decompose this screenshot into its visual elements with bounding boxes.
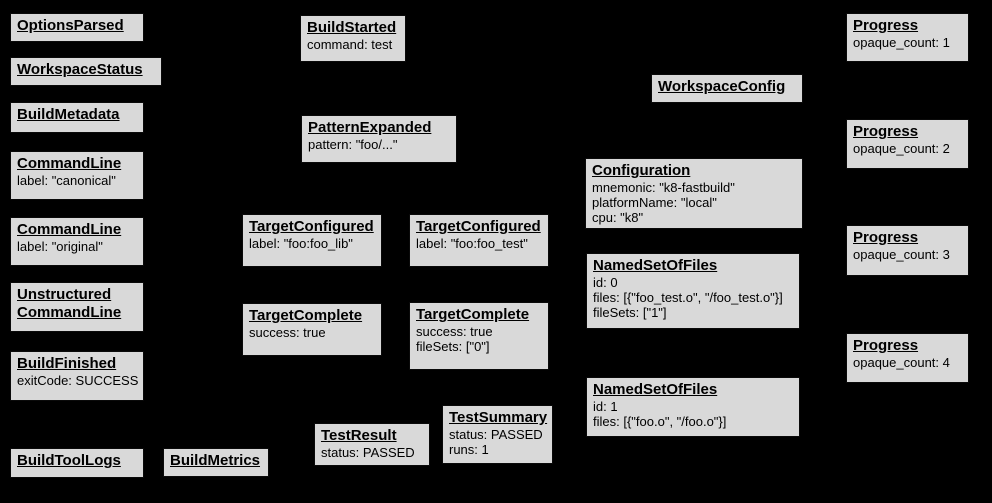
- box-field: files: [{"foo_test.o", "/foo_test.o"}]: [593, 290, 783, 305]
- box-title: WorkspaceConfig: [658, 78, 786, 95]
- box-title: CommandLine: [17, 155, 122, 172]
- box-workspace-config: WorkspaceConfig: [651, 74, 803, 103]
- box-title: NamedSetOfFiles: [593, 257, 718, 274]
- box-field: runs: 1: [449, 442, 489, 457]
- box-options-parsed: OptionsParsed: [10, 13, 144, 42]
- box-target-complete-foo-lib: TargetComplete success: true: [242, 303, 382, 356]
- box-title: BuildToolLogs: [17, 452, 121, 469]
- box-field: success: true: [249, 325, 326, 340]
- box-target-configured-foo-test: TargetConfigured label: "foo:foo_test": [409, 214, 549, 267]
- box-title: BuildFinished: [17, 355, 117, 372]
- box-field: label: "foo:foo_test": [416, 236, 528, 251]
- box-field: command: test: [307, 37, 393, 52]
- box-field: label: "foo:foo_lib": [249, 236, 353, 251]
- box-title: CommandLine: [17, 221, 122, 238]
- box-workspace-status: WorkspaceStatus: [10, 57, 162, 86]
- box-pattern-expanded: PatternExpanded pattern: "foo/...": [301, 115, 457, 163]
- box-title: Unstructured CommandLine: [17, 286, 122, 321]
- box-named-set-of-files-0: NamedSetOfFiles id: 0 files: [{"foo_test…: [586, 253, 800, 329]
- box-field: opaque_count: 4: [853, 355, 950, 370]
- box-progress-3: Progress opaque_count: 3: [846, 225, 969, 276]
- box-progress-2: Progress opaque_count: 2: [846, 119, 969, 169]
- box-build-metrics: BuildMetrics: [163, 448, 269, 477]
- box-title: BuildStarted: [307, 19, 397, 36]
- box-field: label: "original": [17, 239, 103, 254]
- box-title: Progress: [853, 229, 919, 246]
- box-target-configured-foo-lib: TargetConfigured label: "foo:foo_lib": [242, 214, 382, 267]
- box-progress-4: Progress opaque_count: 4: [846, 333, 969, 383]
- box-title: TargetComplete: [249, 307, 363, 324]
- box-title: BuildMetadata: [17, 106, 120, 123]
- box-configuration: Configuration mnemonic: "k8-fastbuild" p…: [585, 158, 803, 229]
- box-title: TestSummary: [449, 409, 548, 426]
- box-field: opaque_count: 2: [853, 141, 950, 156]
- box-field: cpu: "k8": [592, 210, 644, 225]
- box-title: WorkspaceStatus: [17, 61, 143, 78]
- box-unstructured-command-line: Unstructured CommandLine: [10, 282, 144, 332]
- box-progress-1: Progress opaque_count: 1: [846, 13, 969, 62]
- box-field: exitCode: SUCCESS: [17, 373, 139, 388]
- box-field: files: [{"foo.o", "/foo.o"}]: [593, 414, 727, 429]
- box-field: id: 1: [593, 399, 618, 414]
- box-field: opaque_count: 1: [853, 35, 950, 50]
- box-field: platformName: "local": [592, 195, 717, 210]
- box-field: pattern: "foo/...": [308, 137, 398, 152]
- box-field: label: "canonical": [17, 173, 116, 188]
- box-command-line-canonical: CommandLine label: "canonical": [10, 151, 144, 200]
- box-field: opaque_count: 3: [853, 247, 950, 262]
- box-title: OptionsParsed: [17, 17, 124, 34]
- box-test-summary: TestSummary status: PASSED runs: 1: [442, 405, 553, 464]
- box-title: TestResult: [321, 427, 397, 444]
- box-title: TargetConfigured: [249, 218, 374, 235]
- box-field: id: 0: [593, 275, 618, 290]
- box-title: NamedSetOfFiles: [593, 381, 718, 398]
- box-field: success: true: [416, 324, 493, 339]
- box-build-metadata: BuildMetadata: [10, 102, 144, 133]
- box-command-line-original: CommandLine label: "original": [10, 217, 144, 266]
- box-title: Configuration: [592, 162, 691, 179]
- box-field: status: PASSED: [321, 445, 415, 460]
- box-field: fileSets: ["0"]: [416, 339, 490, 354]
- box-field: fileSets: ["1"]: [593, 305, 667, 320]
- box-test-result: TestResult status: PASSED: [314, 423, 430, 466]
- box-target-complete-foo-test: TargetComplete success: true fileSets: […: [409, 302, 549, 370]
- box-title: Progress: [853, 123, 919, 140]
- box-field: status: PASSED: [449, 427, 543, 442]
- box-title: BuildMetrics: [170, 452, 261, 469]
- box-title: PatternExpanded: [308, 119, 432, 136]
- box-field: mnemonic: "k8-fastbuild": [592, 180, 735, 195]
- box-named-set-of-files-1: NamedSetOfFiles id: 1 files: [{"foo.o", …: [586, 377, 800, 437]
- box-build-tool-logs: BuildToolLogs: [10, 448, 144, 478]
- box-build-finished: BuildFinished exitCode: SUCCESS: [10, 351, 144, 401]
- box-title: Progress: [853, 17, 919, 34]
- box-title: TargetComplete: [416, 306, 530, 323]
- box-title: TargetConfigured: [416, 218, 541, 235]
- box-title: Progress: [853, 337, 919, 354]
- box-build-started: BuildStarted command: test: [300, 15, 406, 62]
